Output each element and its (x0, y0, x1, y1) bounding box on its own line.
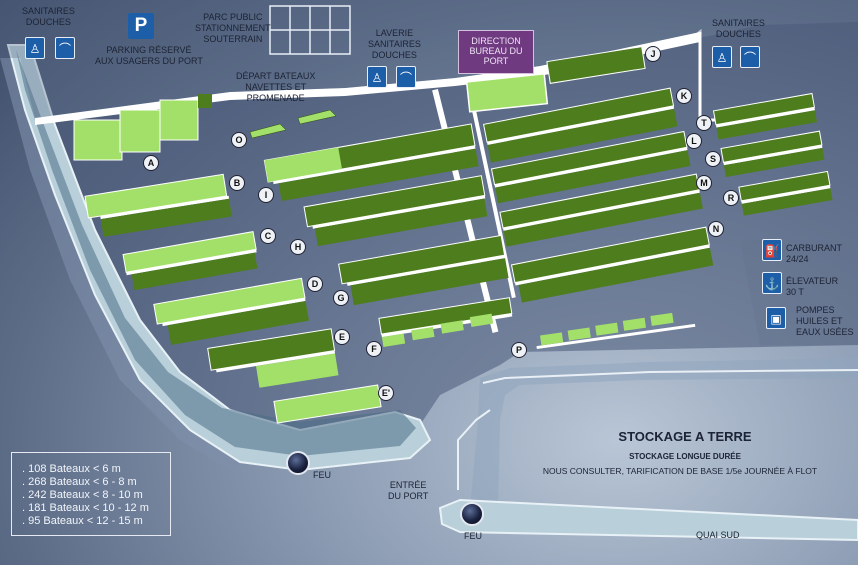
pontoon-e (207, 328, 339, 388)
legend-item: . 95 Bateaux < 12 - 15 m (22, 515, 143, 527)
feu-label-right: FEU (464, 531, 482, 541)
pontoon-c (122, 231, 258, 291)
pier-label-f[interactable]: F (366, 341, 382, 357)
quai-sud-label: QUAI SUD (696, 530, 740, 540)
pier-label-e-prime[interactable]: E' (378, 385, 394, 401)
pier-label-o[interactable]: O (231, 132, 247, 148)
pier-label-a[interactable]: A (143, 155, 159, 171)
pontoon-a (73, 94, 212, 161)
pier-label-n[interactable]: N (708, 221, 724, 237)
feu-light-right (460, 502, 484, 526)
pontoon-i (263, 123, 479, 202)
pontoon-t (712, 92, 818, 140)
pier-label-h[interactable]: H (290, 239, 306, 255)
parking-icon: P (128, 13, 154, 39)
pier-label-m[interactable]: M (696, 175, 712, 191)
pier-label-d[interactable]: D (307, 276, 323, 292)
promenade-boat (297, 109, 337, 125)
pier-label-i[interactable]: I (258, 187, 274, 203)
feu-label-left: FEU (313, 470, 331, 480)
pier-label-s[interactable]: S (705, 151, 721, 167)
shuttle-boat (249, 123, 287, 139)
pontoon-b (84, 173, 232, 237)
pier-label-g[interactable]: G (333, 290, 349, 306)
pontoon-k (483, 87, 678, 163)
pier-label-k[interactable]: K (676, 88, 692, 104)
legend-item: . 108 Bateaux < 6 m (22, 463, 121, 475)
pontoon-m (499, 173, 703, 247)
pontoon-d (153, 277, 309, 345)
stockage-subtitle: STOCKAGE LONGUE DURÉE (629, 452, 741, 461)
shower-icon: ⌒ (740, 46, 760, 68)
wc-icon: ♙ (367, 66, 387, 88)
boat-lift-icon: ⚓ (762, 272, 782, 294)
pontoon-g (338, 234, 509, 306)
pier-label-p[interactable]: P (511, 342, 527, 358)
pontoon-p (536, 312, 696, 350)
pontoon-n (510, 226, 714, 303)
jerrycan-icon: ▣ (766, 307, 786, 329)
legend-item: . 268 Bateaux < 6 - 8 m (22, 476, 137, 488)
pier-label-t[interactable]: T (696, 115, 712, 131)
pontoon-h (303, 175, 488, 247)
stockage-title: STOCKAGE A TERRE (618, 429, 752, 444)
pier-label-r[interactable]: R (723, 190, 739, 206)
land-top (0, 0, 858, 118)
pontoon-s (720, 130, 825, 178)
pontoon-f (378, 297, 513, 347)
feu-light-left (286, 451, 310, 475)
pontoon-l (490, 130, 691, 204)
quai-sud (438, 498, 858, 542)
capacity-legend: . 108 Bateaux < 6 m . 268 Bateaux < 6 - … (11, 452, 171, 536)
wc-icon: ♙ (25, 37, 45, 59)
fuel-pump-icon: ⛽ (762, 239, 782, 261)
shower-icon: ⌒ (55, 37, 75, 59)
parc-public-grid (269, 5, 351, 55)
pier-label-c[interactable]: C (260, 228, 276, 244)
pier-label-l[interactable]: L (686, 133, 702, 149)
pontoon-r (738, 170, 833, 216)
pier-label-e[interactable]: E (334, 329, 350, 345)
wc-icon: ♙ (712, 46, 732, 68)
jetty-right (470, 358, 858, 518)
pier-label-b[interactable]: B (229, 175, 245, 191)
pier-label-j[interactable]: J (645, 46, 661, 62)
shower-icon: ⌒ (396, 66, 416, 88)
stockage-note: NOUS CONSULTER, TARIFICATION DE BASE 1/5… (542, 466, 818, 476)
legend-item: . 181 Bateaux < 10 - 12 m (22, 502, 149, 514)
legend-item: . 242 Bateaux < 8 - 10 m (22, 489, 143, 501)
